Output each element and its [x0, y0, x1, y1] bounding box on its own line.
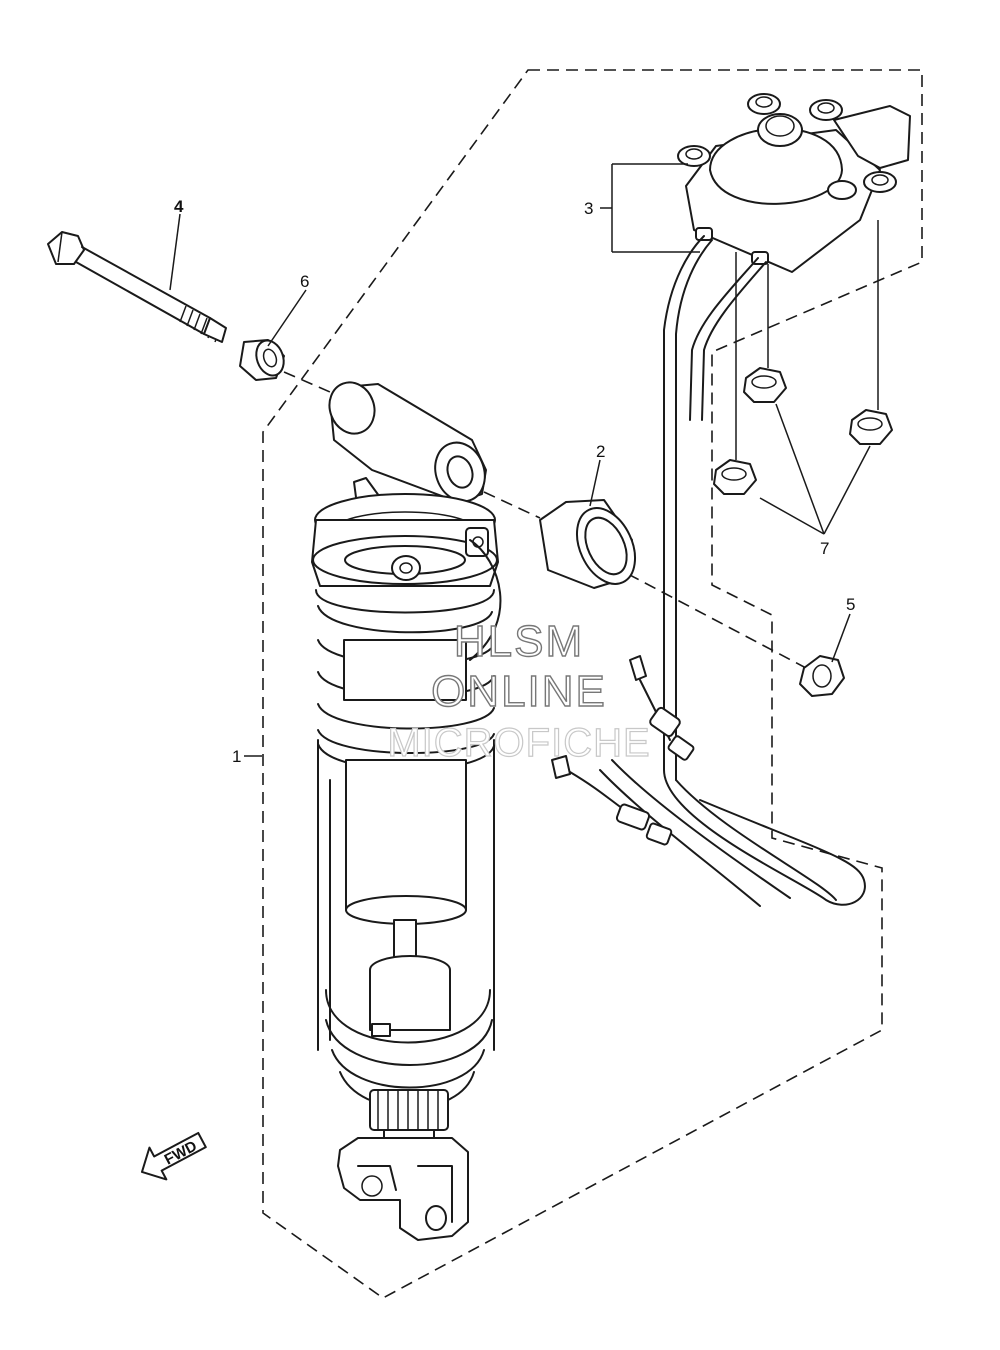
callout-4: 4 [174, 197, 184, 216]
axis-line-nut [627, 573, 807, 669]
callout-2: 2 [596, 442, 605, 461]
fwd-arrow-icon: FWD [140, 1131, 207, 1181]
watermark-line1: HLSM [454, 617, 584, 666]
flange-nut-part-b[interactable] [849, 409, 893, 445]
flange-nut-part-a[interactable] [743, 367, 787, 403]
collar-part[interactable] [539, 499, 646, 593]
bolt-part[interactable] [47, 231, 227, 343]
callout-5: 5 [846, 595, 855, 614]
collar-small-part[interactable] [239, 337, 288, 381]
watermark-line2: ONLINE [431, 667, 607, 716]
callout-1: 1 [232, 747, 241, 766]
damper-adjuster-part[interactable] [677, 93, 911, 273]
nut-part[interactable] [799, 655, 845, 697]
assembly-outline [262, 69, 923, 1299]
callout-7: 7 [820, 539, 829, 558]
damper-cables [469, 539, 695, 846]
adjuster-hoses [599, 235, 866, 907]
shock-absorber-part[interactable] [311, 376, 499, 1241]
leader-lines [169, 163, 879, 757]
axis-line-mid [483, 491, 541, 519]
flange-nut-part-c[interactable] [713, 459, 757, 495]
callout-6: 6 [300, 272, 309, 291]
callout-3: 3 [584, 199, 593, 218]
axis-line-upper [283, 371, 331, 393]
watermark-line3: MICROFICHE [387, 721, 650, 765]
